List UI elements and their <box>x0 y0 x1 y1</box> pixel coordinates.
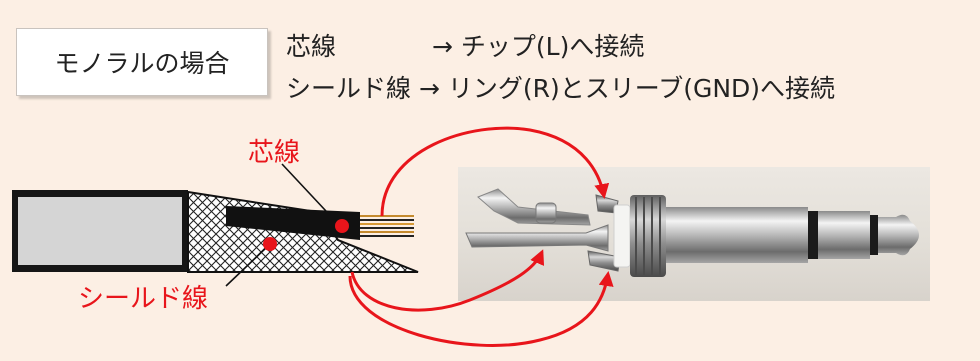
cable-jacket-inner <box>18 197 182 265</box>
plug-photo <box>458 167 930 301</box>
sleeve-barrel <box>666 207 808 263</box>
core-strands <box>360 215 414 237</box>
rule-core-label: 芯線 <box>286 32 337 61</box>
ring-tab <box>535 202 557 224</box>
sleeve-terminal <box>465 224 609 252</box>
mono-case-label: モノラルの場合 <box>16 28 268 96</box>
core-callout: 芯線 <box>248 138 301 168</box>
shield-leader <box>225 245 269 287</box>
rule-core-target: → チップ(L)へ接続 <box>432 32 645 61</box>
core-dot <box>335 219 349 233</box>
ring-barrel <box>818 211 870 259</box>
plug-tip <box>878 214 919 256</box>
rule-shield: シールド線 → リング(R)とスリーブ(GND)へ接続 <box>286 74 836 103</box>
upper-tab <box>477 188 591 226</box>
core-leader <box>281 163 341 227</box>
arrow-core-to-tip <box>380 126 610 217</box>
arrow-shield-to-sleeve <box>348 271 614 347</box>
plug-illustration <box>465 188 919 277</box>
core-insulation <box>226 206 360 240</box>
arrow-shield-to-ring <box>350 249 545 312</box>
mono-case-text: モノラルの場合 <box>54 49 230 78</box>
shield-callout: シールド線 <box>78 284 209 314</box>
insulator-ring-2 <box>870 215 878 255</box>
collar <box>630 195 666 277</box>
lower-tab <box>587 250 621 272</box>
insulator-ring-1 <box>808 211 818 259</box>
shield-dot <box>263 237 277 251</box>
